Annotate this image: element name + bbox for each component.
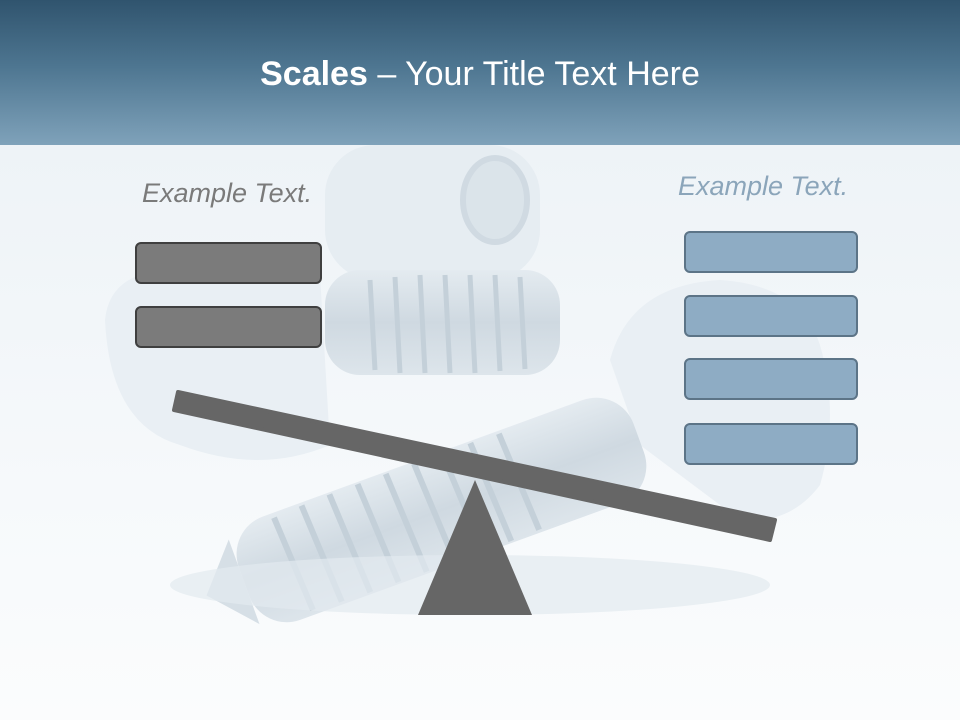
title-bar: Scales – Your Title Text Here xyxy=(0,0,960,145)
right-box-2 xyxy=(684,295,858,337)
right-box-1 xyxy=(684,231,858,273)
scale-fulcrum xyxy=(418,480,532,615)
right-label: Example Text. xyxy=(678,171,849,201)
scale-beam xyxy=(172,390,777,542)
right-box-3 xyxy=(684,358,858,400)
title-bold: Scales xyxy=(260,55,368,93)
left-box-1 xyxy=(135,242,322,284)
right-box-4 xyxy=(684,423,858,465)
title-rest: – Your Title Text Here xyxy=(367,55,700,93)
left-label: Example Text. xyxy=(142,178,313,208)
slide-title: Scales – Your Title Text Here xyxy=(0,54,960,94)
left-box-2 xyxy=(135,306,322,348)
